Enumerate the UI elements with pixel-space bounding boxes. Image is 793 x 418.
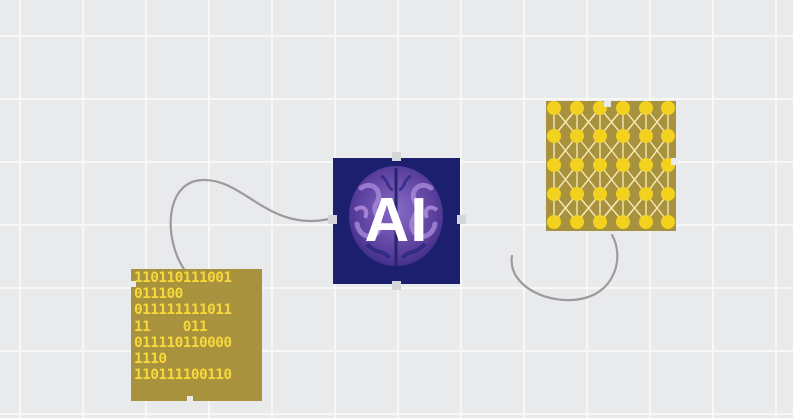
network-node: [593, 187, 607, 201]
resize-handle-bottom[interactable]: [392, 281, 401, 290]
network-node: [616, 187, 630, 201]
network-node: [616, 129, 630, 143]
binary-line: 011100: [134, 286, 183, 303]
binary-line: 1110: [134, 351, 167, 368]
network-node: [616, 215, 630, 229]
binary-line: 11 011: [134, 318, 208, 335]
network-node: [547, 101, 561, 115]
network-node: [593, 101, 607, 115]
resize-handle-top[interactable]: [392, 152, 401, 161]
network-node: [570, 158, 584, 172]
network-node: [639, 101, 653, 115]
connector-binary-to-ai: [169, 178, 331, 274]
resize-handle-right[interactable]: [457, 215, 466, 224]
network-node: [570, 215, 584, 229]
card-notch: [671, 158, 678, 165]
binary-line: 110111100110: [134, 367, 232, 384]
network-node: [639, 129, 653, 143]
network-node: [661, 215, 675, 229]
network-node: [616, 158, 630, 172]
ai-card[interactable]: AI: [333, 158, 460, 284]
card-notch: [604, 100, 611, 107]
connector-ai-to-network: [510, 233, 619, 302]
network-node: [593, 158, 607, 172]
binary-line: 011111111011: [134, 302, 232, 319]
neural-network-card[interactable]: [546, 100, 678, 231]
network-node: [570, 129, 584, 143]
network-node: [593, 215, 607, 229]
neural-network-icon: [547, 101, 675, 229]
network-node: [661, 187, 675, 201]
network-node: [547, 158, 561, 172]
network-node: [593, 129, 607, 143]
network-node: [570, 101, 584, 115]
network-node: [547, 129, 561, 143]
network-node: [570, 187, 584, 201]
network-node: [616, 101, 630, 115]
binary-line: 011110110000: [134, 334, 232, 351]
network-node: [661, 101, 675, 115]
network-node: [661, 129, 675, 143]
brain-icon: [349, 166, 443, 266]
network-node: [639, 187, 653, 201]
binary-data-card[interactable]: 110110111001 011100 011111111011 11 011 …: [130, 269, 262, 402]
resize-handle-left[interactable]: [328, 215, 337, 224]
binary-line: 110110111001: [134, 270, 232, 286]
card-notch: [187, 396, 193, 402]
network-node: [639, 215, 653, 229]
network-node: [547, 187, 561, 201]
network-node: [639, 158, 653, 172]
ai-label: AI: [364, 186, 429, 255]
card-notch: [130, 281, 136, 287]
network-node: [547, 215, 561, 229]
